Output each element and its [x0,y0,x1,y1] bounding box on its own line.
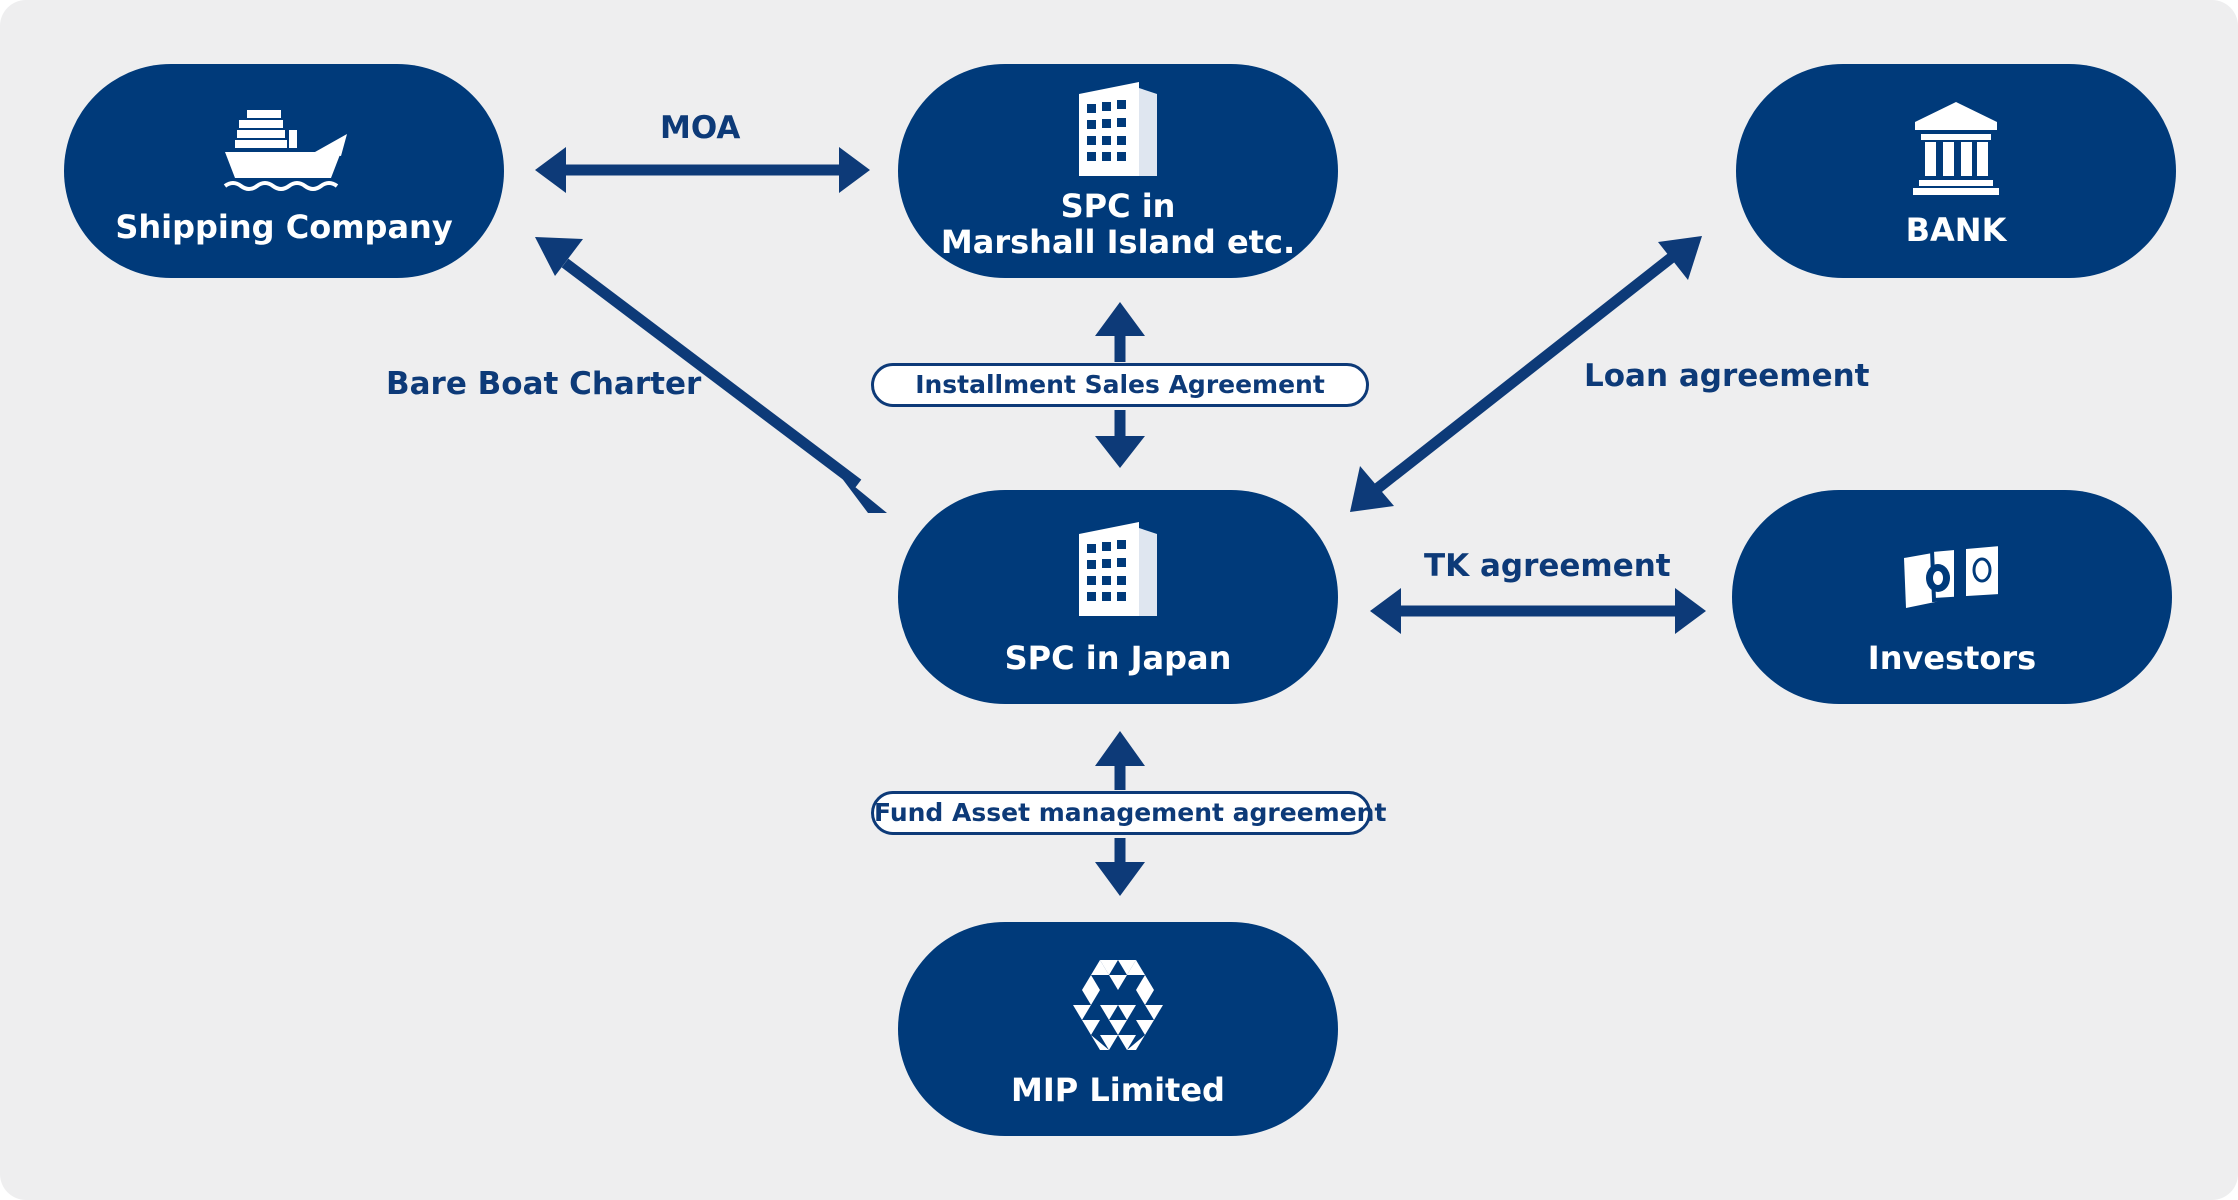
installment-arrowhead-down [1095,436,1145,468]
node-label-line2: Marshall Island etc. [940,223,1296,261]
edge-label-installment-sales: Installment Sales Agreement [871,363,1369,407]
node-label: Shipping Company [115,208,453,246]
node-mip-limited: MIP Limited [898,922,1338,1136]
triangle-logo-icon [1073,960,1163,1050]
tk-arrowhead-right [1675,588,1706,634]
moa-arrowhead-right [839,147,870,193]
ship-icon [223,110,347,191]
fund-arrowhead-up [1095,731,1145,766]
moa-arrowhead-left [535,147,566,193]
bare-boat-arrowhead-bottom [838,473,887,513]
node-investors: Investors [1732,490,2172,704]
building-icon [1079,522,1157,616]
node-spc-marshall: SPC in Marshall Island etc. [898,64,1338,278]
edge-label-fund-asset-management: Fund Asset management agreement [871,791,1386,835]
bank-icon [1913,102,1999,195]
node-label: Investors [1867,639,2037,677]
node-label-line1: SPC in [1060,187,1176,225]
node-label: MIP Limited [1011,1071,1225,1109]
money-icon [1904,541,2002,608]
node-label: BANK [1905,211,2007,249]
bare-boat-arrowhead-top [535,237,583,276]
node-label: SPC in Japan [1004,639,1232,677]
node-shipping-company: Shipping Company [64,64,504,278]
edge-label-bare-boat-charter: Bare Boat Charter [386,366,702,402]
loan-arrow-line [1374,249,1680,493]
edge-label-tk-agreement: TK agreement [1424,548,1671,584]
node-bank: BANK [1736,64,2176,278]
fund-arrowhead-down [1095,862,1145,896]
loan-arrowhead-bottom [1350,466,1394,512]
bare-boat-arrow-line [561,258,862,489]
node-spc-japan: SPC in Japan [898,490,1338,704]
edge-label-moa: MOA [660,110,741,146]
installment-arrowhead-up [1095,302,1145,336]
tk-arrowhead-left [1370,588,1401,634]
edge-label-loan-agreement: Loan agreement [1584,358,1870,394]
building-icon [1079,82,1157,176]
loan-arrowhead-top [1658,236,1702,280]
